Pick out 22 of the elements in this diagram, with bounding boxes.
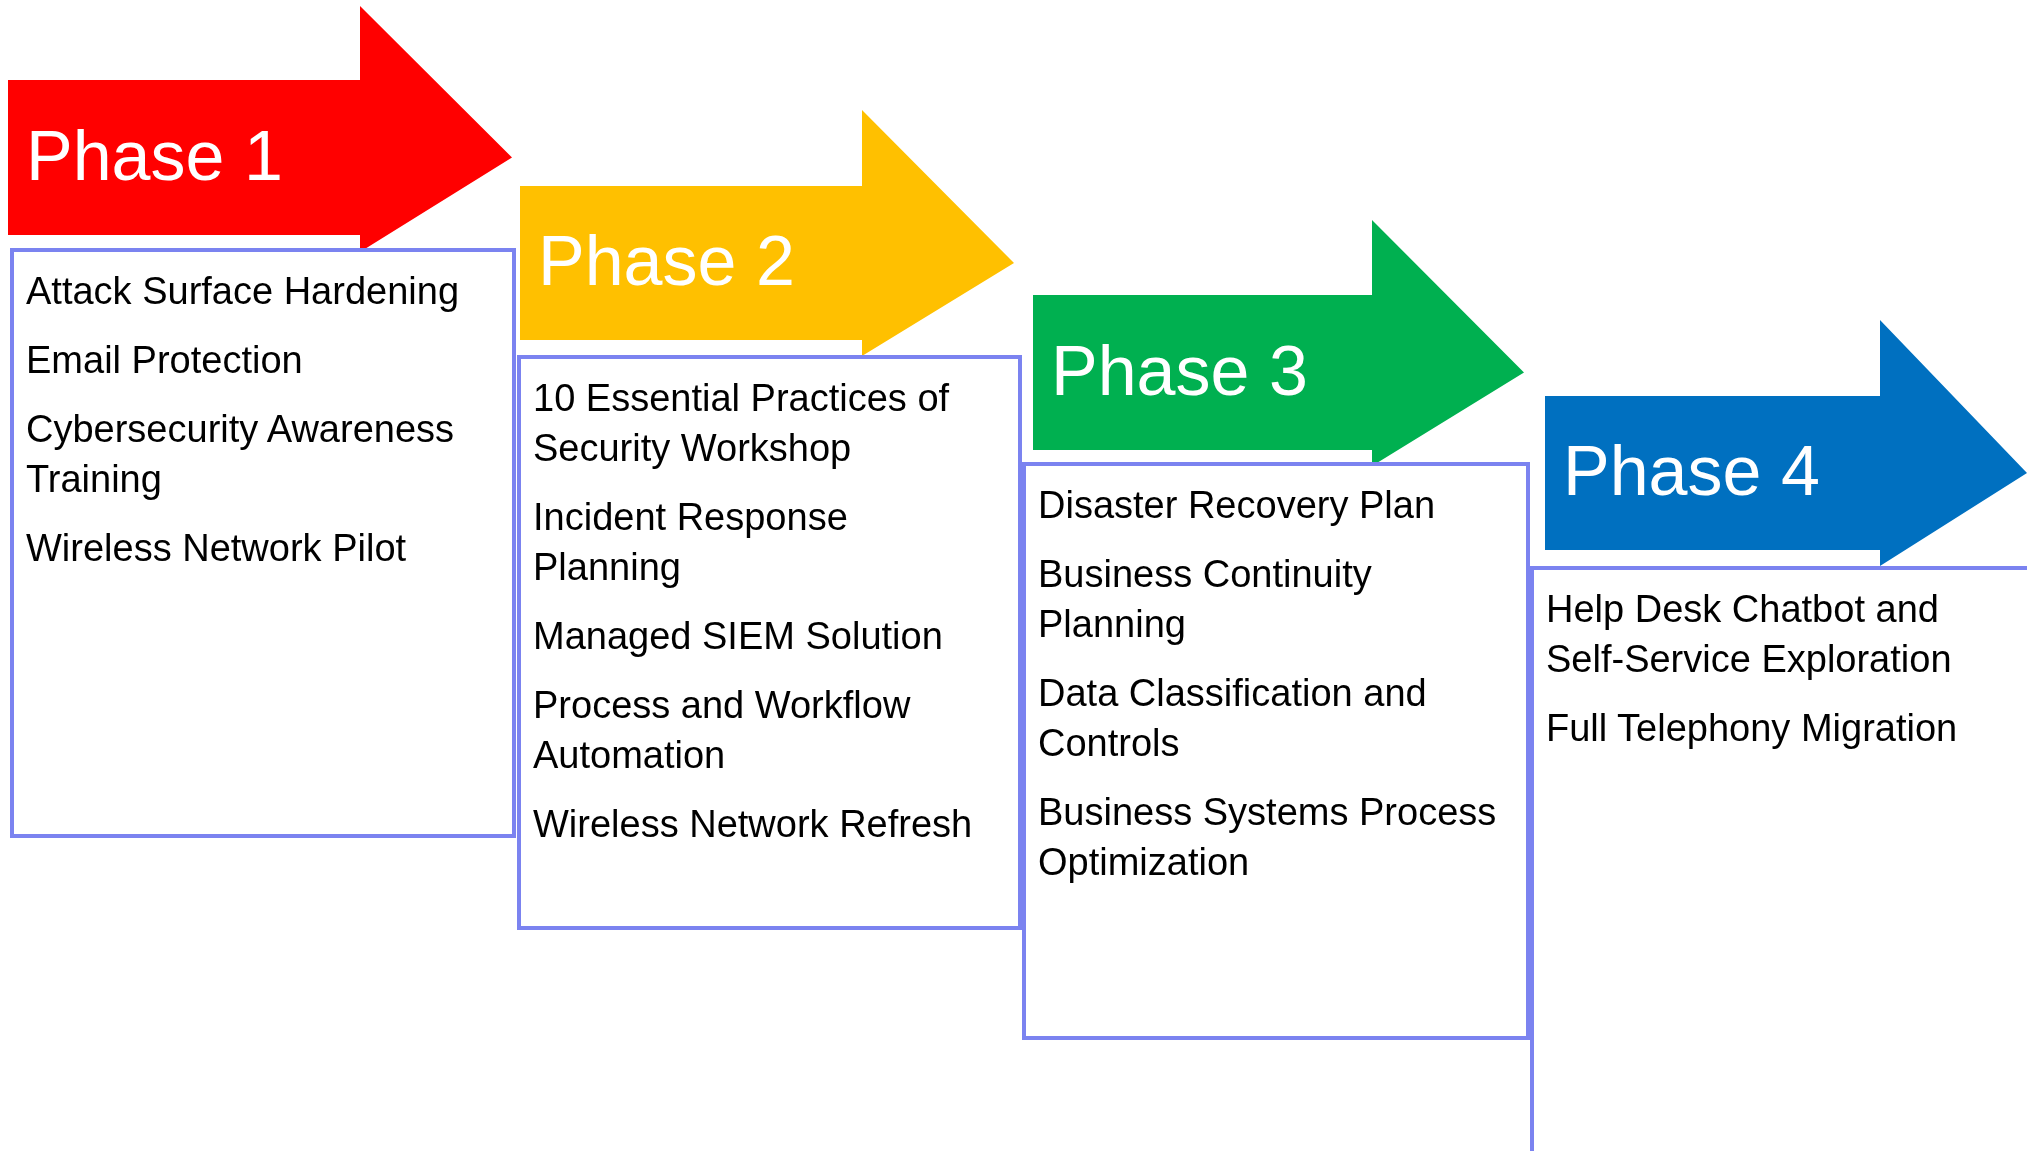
- phase-title: Phase 2: [538, 221, 795, 301]
- task-item: Business Continuity Planning: [1038, 552, 1373, 647]
- task-item: 10 Essential Practices of Security Workshop: [533, 376, 951, 471]
- task-item: Managed SIEM Solution: [533, 614, 944, 659]
- task-list-panel: [10, 248, 516, 838]
- phase-title: Phase 3: [1051, 330, 1308, 411]
- task-item: Email Protection: [26, 338, 304, 383]
- task-item: Business Systems Process Optimization: [1038, 790, 1498, 885]
- task-item: Process and Workflow Automation: [533, 683, 912, 778]
- task-item: Wireless Network Refresh: [533, 802, 974, 847]
- phase-title: Phase 1: [26, 115, 283, 196]
- task-item: Help Desk Chatbot and Self-Service Exploration: [1546, 587, 1953, 682]
- task-list-panel: [1530, 566, 2027, 1151]
- task-item: Cybersecurity Awareness Training: [26, 407, 456, 502]
- phase-title: Phase 4: [1563, 431, 1820, 511]
- task-item: Wireless Network Pilot: [26, 526, 408, 571]
- task-item: Full Telephony Migration: [1546, 706, 1959, 751]
- task-item: Data Classification and Controls: [1038, 671, 1428, 766]
- task-list-panel: [517, 355, 1022, 930]
- task-item: Incident Response Planning: [533, 495, 849, 590]
- task-item: Attack Surface Hardening: [26, 269, 460, 314]
- task-item: Disaster Recovery Plan: [1038, 483, 1437, 528]
